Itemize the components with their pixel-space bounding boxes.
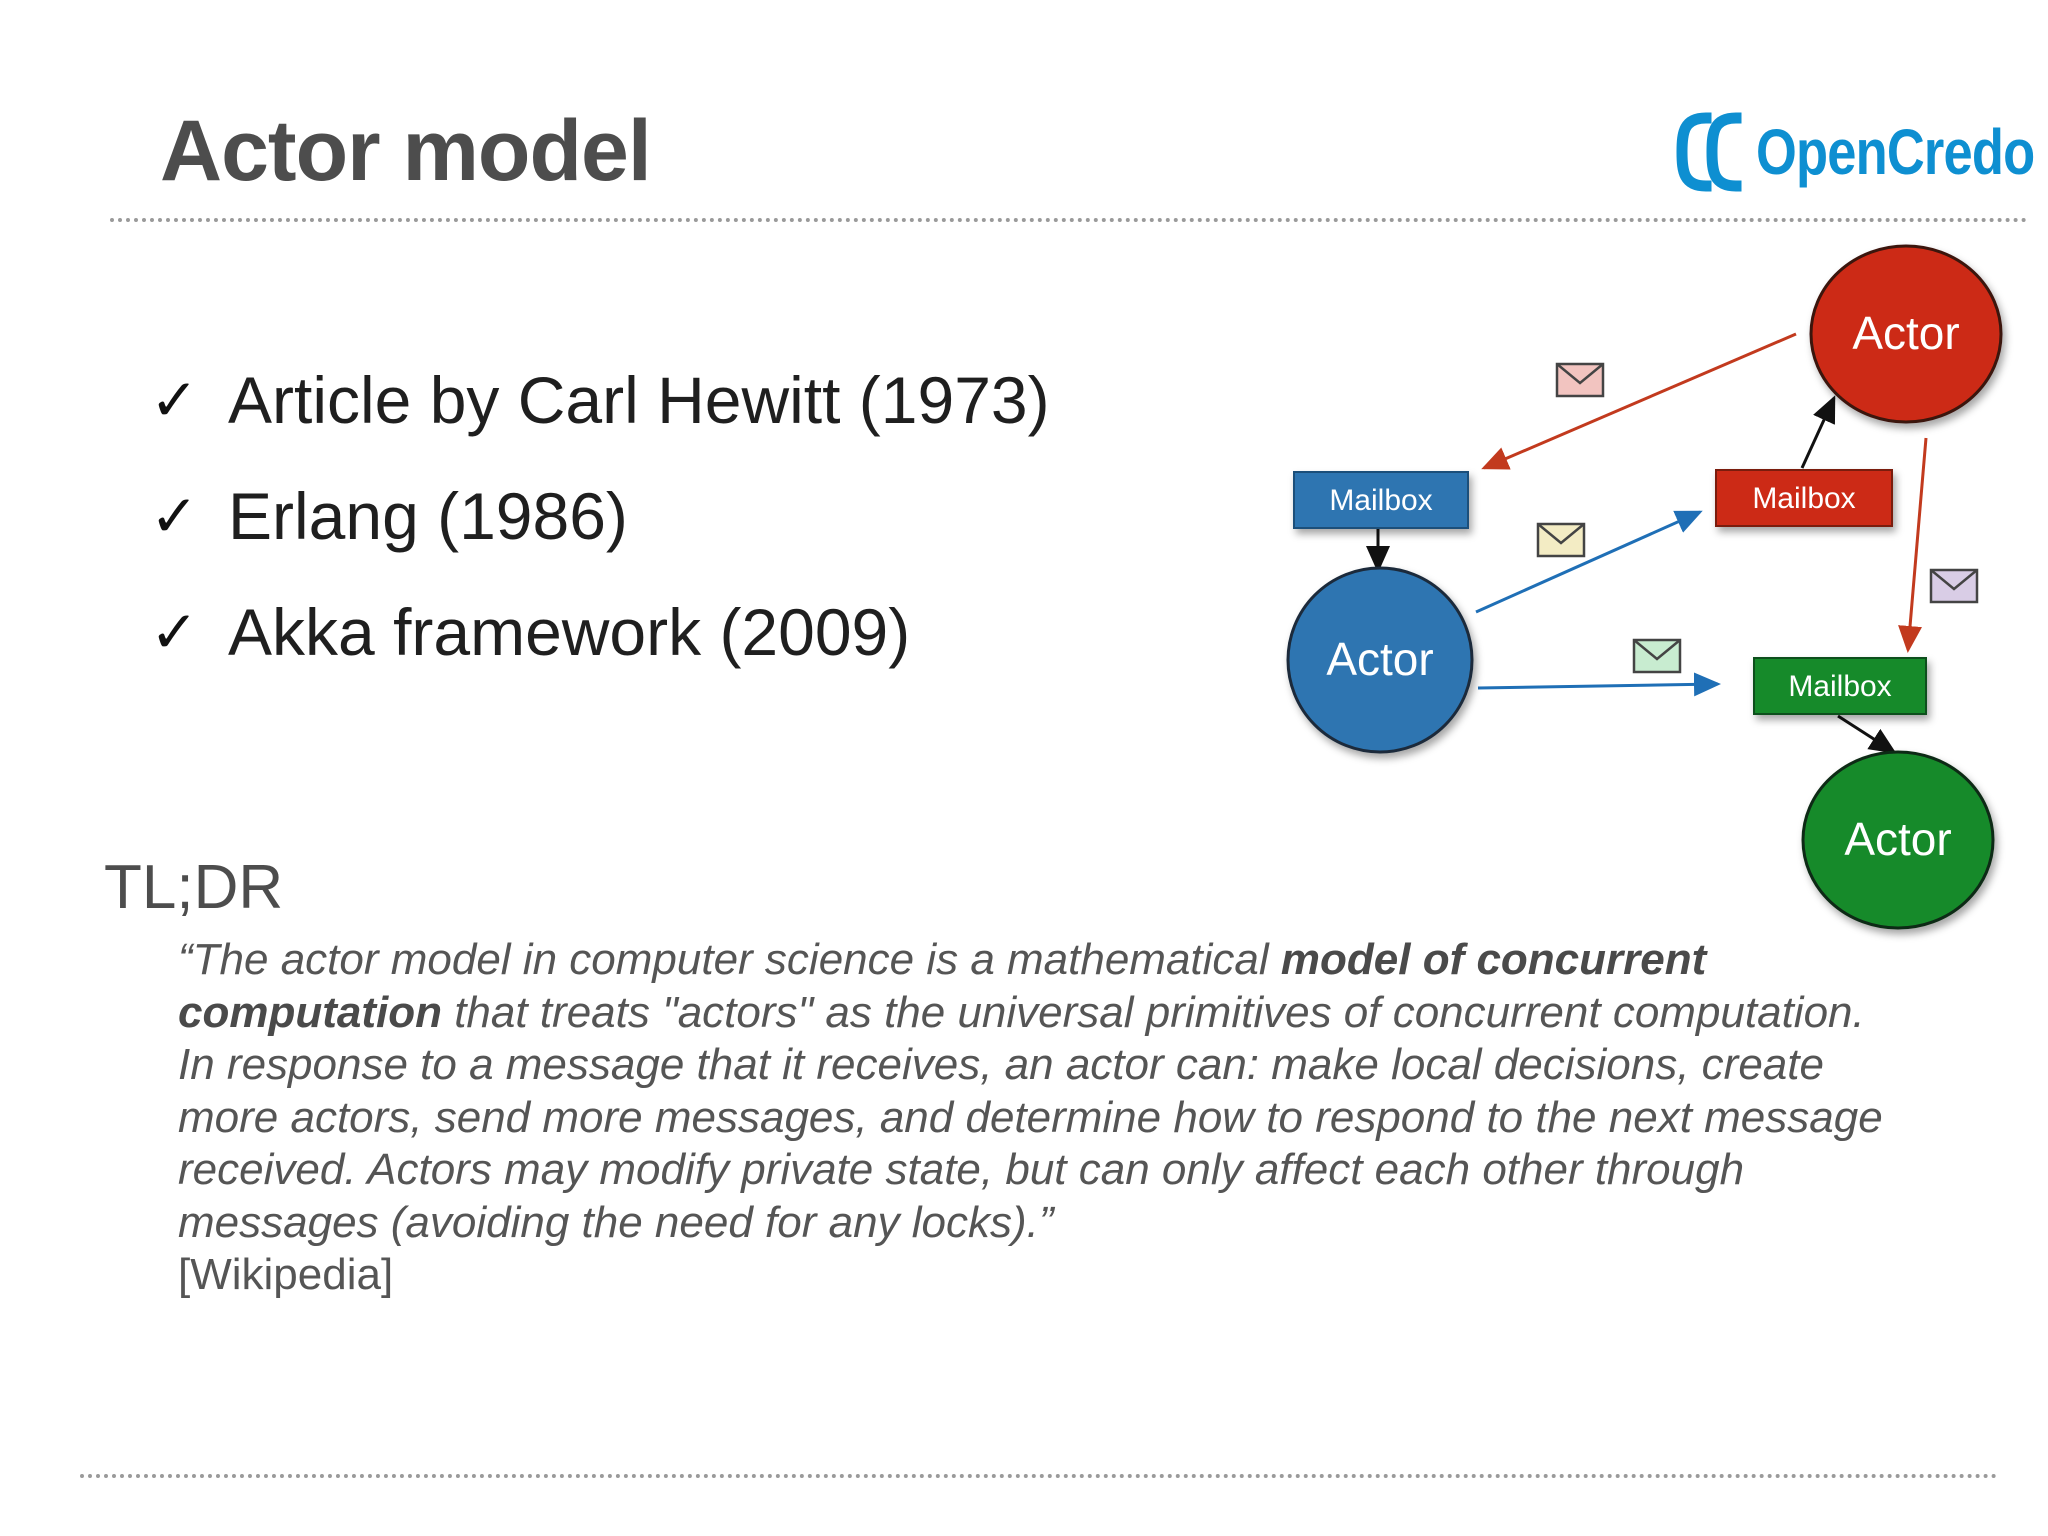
quote-text: The actor model in computer science is a… bbox=[192, 935, 1281, 984]
quote-open-mark: “ bbox=[178, 935, 193, 984]
quote-source: [Wikipedia] bbox=[178, 1250, 394, 1299]
quote-close-mark: ” bbox=[1038, 1197, 1054, 1247]
arrow-blue-actor-to-red-mailbox bbox=[1475, 510, 1703, 614]
arrow-green-mailbox-to-actor bbox=[1837, 714, 1897, 754]
bullet-text: Erlang (1986) bbox=[228, 479, 628, 553]
quote-text: In response to a message that it receive… bbox=[178, 1040, 1883, 1247]
quote-paragraph: In response to a message that it receive… bbox=[178, 1039, 1898, 1249]
actor-label: Actor bbox=[1326, 633, 1433, 685]
actor-label: Actor bbox=[1844, 813, 1951, 865]
slide-title: Actor model bbox=[160, 103, 652, 199]
tldr-heading: TL;DR bbox=[104, 853, 284, 922]
mailbox-label: Mailbox bbox=[1329, 484, 1432, 517]
mailbox-blue: Mailbox bbox=[1293, 471, 1469, 529]
bullet-item: ✓ Article by Carl Hewitt (1973) bbox=[150, 342, 1050, 458]
wikipedia-quote: “The actor model in computer science is … bbox=[178, 934, 1898, 1302]
mailbox-green: Mailbox bbox=[1753, 657, 1927, 715]
top-divider bbox=[110, 218, 2028, 222]
checkmark-icon: ✓ bbox=[150, 368, 199, 433]
opencredo-logo-icon bbox=[1676, 112, 1742, 192]
quote-text: that treats "actors" as the universal pr… bbox=[441, 987, 1865, 1037]
bullet-text: Akka framework (2009) bbox=[228, 595, 911, 669]
arrow-red-actor-to-green-mailbox bbox=[1898, 437, 1928, 653]
envelope-yellow-icon bbox=[1536, 522, 1586, 558]
mailbox-label: Mailbox bbox=[1788, 670, 1891, 703]
actor-green: Actor bbox=[1801, 750, 1995, 930]
checkmark-icon: ✓ bbox=[150, 600, 199, 665]
bottom-divider bbox=[80, 1474, 1998, 1478]
mailbox-label: Mailbox bbox=[1752, 482, 1855, 515]
quote-emphasis: model of concurrent computation bbox=[178, 935, 1707, 1037]
checkmark-icon: ✓ bbox=[150, 484, 199, 549]
opencredo-logo-text: OpenCredo bbox=[1756, 116, 2035, 188]
envelope-purple-icon bbox=[1929, 568, 1979, 604]
arrow-blue-actor-to-green-mailbox bbox=[1477, 672, 1721, 697]
bullet-item: ✓ Erlang (1986) bbox=[150, 458, 1050, 574]
actor-red: Actor bbox=[1809, 244, 2003, 424]
envelope-pink-icon bbox=[1555, 362, 1605, 398]
arrow-red-actor-to-blue-mailbox bbox=[1481, 332, 1797, 470]
mailbox-red: Mailbox bbox=[1715, 469, 1893, 527]
actor-label: Actor bbox=[1852, 307, 1959, 359]
envelope-green-icon bbox=[1632, 638, 1682, 674]
bullet-list: ✓ Article by Carl Hewitt (1973) ✓ Erlang… bbox=[150, 342, 1050, 690]
quote-paragraph: “The actor model in computer science is … bbox=[178, 934, 1898, 1039]
opencredo-logo: OpenCredo bbox=[1676, 112, 2048, 192]
arrow-red-mailbox-to-actor bbox=[1800, 395, 1836, 469]
actor-blue: Actor bbox=[1286, 566, 1474, 754]
bullet-text: Article by Carl Hewitt (1973) bbox=[228, 363, 1050, 437]
bullet-item: ✓ Akka framework (2009) bbox=[150, 574, 1050, 690]
